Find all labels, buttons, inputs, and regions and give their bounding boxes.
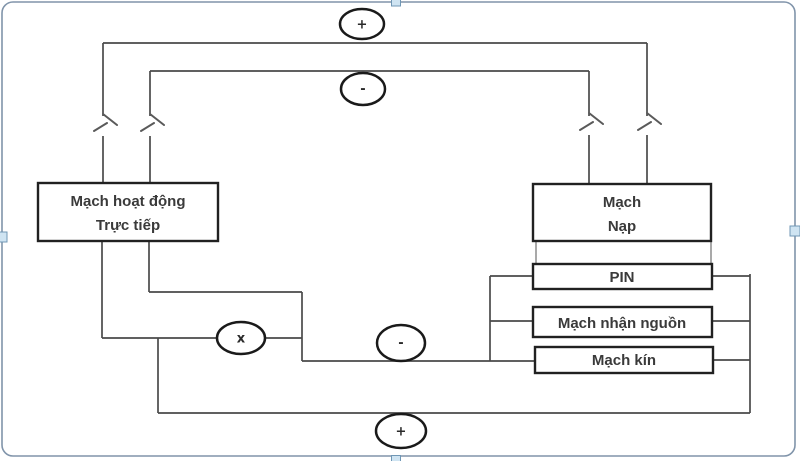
closed-circuit-label: Mạch kín xyxy=(592,352,656,369)
box-direct-circuit xyxy=(36,181,220,243)
blocks xyxy=(36,181,715,375)
top-minus-sign: - xyxy=(360,82,365,97)
resize-handle-left[interactable] xyxy=(0,231,8,243)
node-multiply xyxy=(215,320,267,356)
node-bottom-minus xyxy=(375,323,427,363)
box-closed-circuit xyxy=(533,345,715,375)
wires xyxy=(101,42,751,414)
receiver-label: Mạch nhận nguồn xyxy=(558,315,686,332)
charger-label-line2: Nạp xyxy=(608,218,636,235)
box-receiver-circuit xyxy=(531,305,714,339)
node-top-plus xyxy=(338,7,386,41)
resize-handle-right[interactable] xyxy=(789,225,800,237)
node-top-minus xyxy=(339,71,387,107)
switch-marks xyxy=(93,112,662,132)
direct-circuit-label-line2: Trực tiếp xyxy=(96,217,160,234)
multiply-sign: x xyxy=(237,332,246,347)
charger-pin-connector-box xyxy=(535,240,712,266)
switch-icon-left-outer xyxy=(93,113,118,132)
switch-icon-right-inner xyxy=(579,112,604,131)
resize-handle-bottom[interactable] xyxy=(391,455,401,461)
box-pin xyxy=(531,262,714,291)
bottom-plus-sign: + xyxy=(396,425,407,440)
top-plus-sign: + xyxy=(357,18,368,33)
labels: Mạch hoạt động Trực tiếp Mạch Nạp PIN Mạ… xyxy=(71,18,687,440)
node-bottom-plus xyxy=(374,412,428,450)
switch-icon-right-outer xyxy=(637,112,662,131)
direct-circuit-label-line1: Mạch hoạt động xyxy=(71,193,186,210)
switch-icon-left-inner xyxy=(140,113,165,132)
resize-handle-top[interactable] xyxy=(391,0,401,7)
terminal-nodes xyxy=(215,7,428,450)
charger-label-line1: Mạch xyxy=(603,194,641,211)
bottom-minus-sign: - xyxy=(398,336,403,351)
pin-label: PIN xyxy=(609,269,634,286)
box-charger-circuit xyxy=(531,182,713,243)
